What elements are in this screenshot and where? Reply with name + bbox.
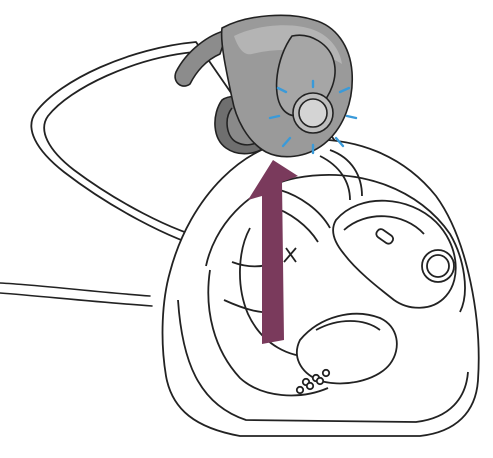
charging-cable [0,283,152,306]
